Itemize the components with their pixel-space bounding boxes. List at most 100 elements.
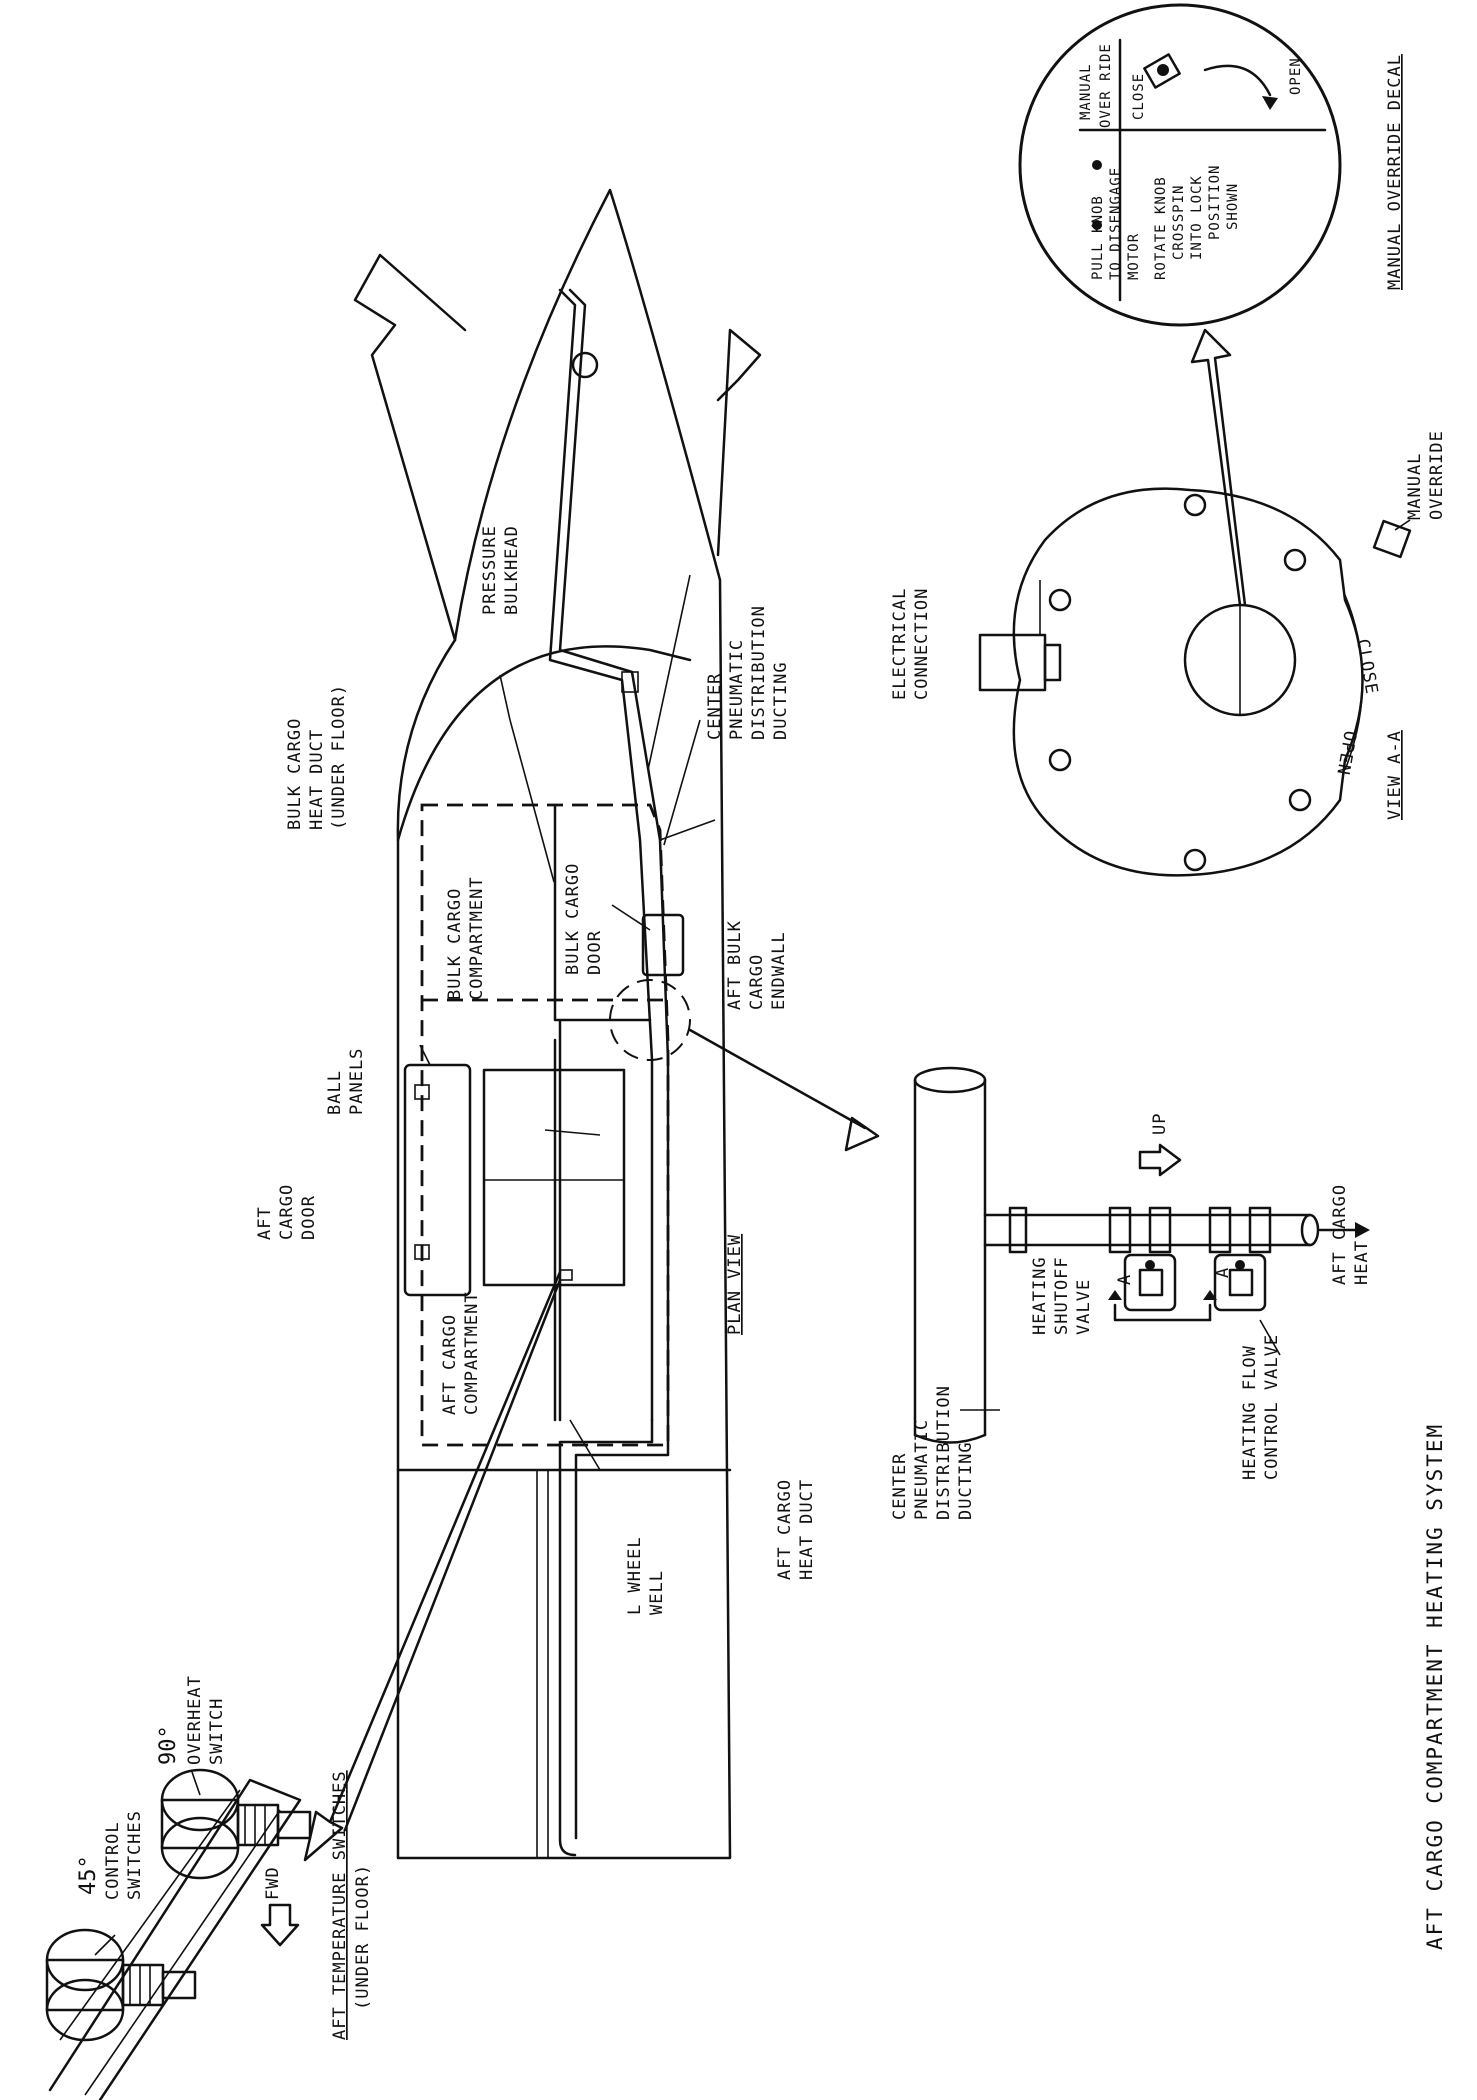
ball-panels-line1: BALL (325, 1070, 345, 1115)
center-ducting-line2: PNEUMATIC (727, 639, 747, 740)
up-label: UP (1150, 1113, 1170, 1135)
svg-text:AFT BULK CARGO END: AFT BULK CARGO ENDWALL (725, 909, 789, 1010)
aft-door-line3: DOOR (299, 1195, 319, 1240)
svg-text:CENTER PNEUMATIC D: CENTER PNEUMATIC DISTRIBUTION DUCTING (890, 1374, 976, 1520)
center-duct-pipe (913, 1078, 987, 1437)
bulk-compartment-line2: COMPARTMENT (467, 876, 487, 1000)
aft-door-line2: CARGO (277, 1184, 297, 1240)
aft-heat-duct-line1: AFT CARGO (775, 1479, 795, 1580)
manual-override-line1: MANUAL (1405, 453, 1425, 520)
decal-step1-line2: TO DISENGAGE (1108, 167, 1124, 280)
decal-title: MANUAL OVERRIDE DECAL (1385, 54, 1405, 290)
manual-override-decal (1018, 3, 1342, 327)
svg-text:CONTROL SWITCHES: CONTROL SWITCHES (103, 1810, 145, 1900)
aft-compartment-line1: AFT CARGO (440, 1314, 460, 1415)
wheel-well-line1: L WHEEL (625, 1536, 645, 1615)
decal-labels: MANUAL OVER RIDE PULL KNOB TO DISENGAGE … (1078, 43, 1405, 290)
heating-shutoff-valve (1123, 1253, 1177, 1312)
svg-text:L WHEEL WELL: L WHEEL WELL (625, 1525, 667, 1615)
wheel-well-duct (558, 1418, 670, 1857)
decal-step2-line5: SHOWN (1225, 183, 1241, 230)
svg-text:AFT CARGO HEAT DUCT: AFT CARGO HEAT DUCT (775, 1468, 817, 1580)
pressure-bulkhead (396, 645, 692, 842)
decal-step2-line1: ROTATE KNOB (1153, 176, 1169, 280)
bulk-compartment-line1: BULK CARGO (445, 888, 465, 1000)
section-a-arrow-left (1113, 1303, 1212, 1322)
shutoff-line3: VALVE (1074, 1279, 1094, 1335)
actuator-housing (1012, 487, 1364, 877)
ball-panels-line2: PANELS (347, 1048, 367, 1115)
pressure-bulkhead-line1: PRESSURE (480, 525, 500, 615)
branch-pipe (983, 1213, 1312, 1247)
overheat-label-line2: SWITCH (207, 1698, 227, 1765)
svg-text:AFT CARGO COMPARTMENT: AFT CARGO COMPARTMENT (440, 1291, 482, 1415)
decal-step2-line2: CROSSPIN (1171, 185, 1187, 260)
svg-text:AFT CARGO DOOR: AFT CARGO DOOR (255, 1173, 319, 1240)
section-a-label-right: A (1213, 1267, 1233, 1278)
overheat-label-line1: OVERHEAT (185, 1675, 205, 1765)
svg-text:BULK CARGO COMPARTMENT: BULK CARGO COMPARTMENT (445, 876, 487, 1000)
endwall-line2: CARGO (747, 954, 767, 1010)
detail-arrow (844, 1116, 880, 1152)
aft-heat-arrow-icon (1355, 1222, 1370, 1238)
electrical-line2: CONNECTION (912, 588, 932, 700)
electrical-connector (978, 633, 1047, 692)
control-switch (45, 1928, 197, 2042)
svg-text:HEATING FLOW CONTROL VAL: HEATING FLOW CONTROL VALVE (1240, 1334, 1282, 1480)
center-ducting-line1: CENTER (705, 673, 725, 740)
view-a-a-actuator (978, 328, 1412, 877)
control-label-line2: SWITCHES (125, 1810, 145, 1900)
plan-view (303, 188, 880, 1862)
endwall-line3: ENDWALL (769, 931, 789, 1010)
section-a-label-left: A (1115, 1274, 1135, 1285)
valve-detail (913, 1066, 1370, 1444)
decal-step1-line3: MOTOR (1126, 233, 1142, 280)
plan-view-labels: BULK CARGO HEAT DUCT (UNDER FLOOR) PRESS… (255, 525, 817, 1615)
bulk-cargo-heat-duct (553, 803, 652, 1422)
decal-open-label: OPEN (1288, 57, 1304, 95)
bulk-door-line1: BULK CARGO (563, 863, 583, 975)
svg-text:MANUAL OVERRIDE: MANUAL OVERRIDE (1405, 430, 1447, 520)
bulk-door-line2: DOOR (585, 930, 605, 975)
tail-fitting (571, 351, 599, 379)
aft-cargo-heat-line2: HEAT (1352, 1240, 1372, 1285)
switch-bracket (48, 1778, 302, 2100)
plan-view-title: PLAN VIEW (725, 1234, 745, 1335)
decal-step2-line4: POSITION (1207, 165, 1223, 240)
tail-stabilizer-left (353, 253, 467, 642)
shutoff-line2: SHUTOFF (1052, 1256, 1072, 1335)
up-arrow-icon (1138, 1143, 1182, 1177)
fuselage-outline (396, 188, 732, 1860)
decal-close-label: CLOSE (1131, 73, 1147, 120)
view-a-a-title: VIEW A-A (1385, 730, 1405, 820)
valve-ducting-line4: DUCTING (956, 1441, 976, 1520)
flow-control-line2: CONTROL VALVE (1262, 1334, 1282, 1480)
shutoff-line1: HEATING (1030, 1256, 1050, 1335)
wheel-well-line2: WELL (647, 1570, 667, 1615)
decal-arrow (1190, 328, 1247, 607)
housing-close-label: CLOSE (1352, 637, 1381, 696)
detail-circle (609, 979, 691, 1061)
heating-flow-control-valve (1213, 1253, 1267, 1312)
temperature-switches-detail (45, 1768, 312, 2100)
temperature-switches-labels: 45° CONTROL SWITCHES 90° OVERHEAT SWITCH… (76, 1675, 373, 2040)
overheat-switch (160, 1768, 312, 1880)
valve-ducting-line2: PNEUMATIC (912, 1419, 932, 1520)
bulk-heat-duct-line3: (UNDER FLOOR) (329, 684, 349, 830)
housing-open-label: OPEN (1332, 729, 1360, 777)
svg-text:ELECTRICAL CONNECTION: ELECTRICAL CONNECTION (890, 576, 932, 700)
valve-detail-labels: CENTER PNEUMATIC DISTRIBUTION DUCTING HE… (890, 1113, 1372, 1520)
svg-text:BULK CARGO HEAT DUCT: BULK CARGO HEAT DUCT (UNDER FLOOR) (285, 684, 349, 830)
svg-text:AFT CARGO HEAT: AFT CARGO HEAT (1330, 1173, 1372, 1285)
aft-heat-duct-line2: HEAT DUCT (797, 1479, 817, 1580)
aft-cargo-door (403, 1063, 472, 1297)
overheat-degrees: 90° (156, 1725, 181, 1765)
fwd-label: FWD (263, 1866, 283, 1900)
endwall-line1: AFT BULK (725, 920, 745, 1010)
center-ducting-line3: DISTRIBUTION (749, 605, 769, 740)
valve-ducting-line1: CENTER (890, 1453, 910, 1520)
bulk-heat-duct-line2: HEAT DUCT (307, 729, 327, 830)
temperature-switches-title: AFT TEMPERATURE SWITCHES (330, 1770, 350, 2040)
aft-cargo-heat-line1: AFT CARGO (1330, 1184, 1350, 1285)
